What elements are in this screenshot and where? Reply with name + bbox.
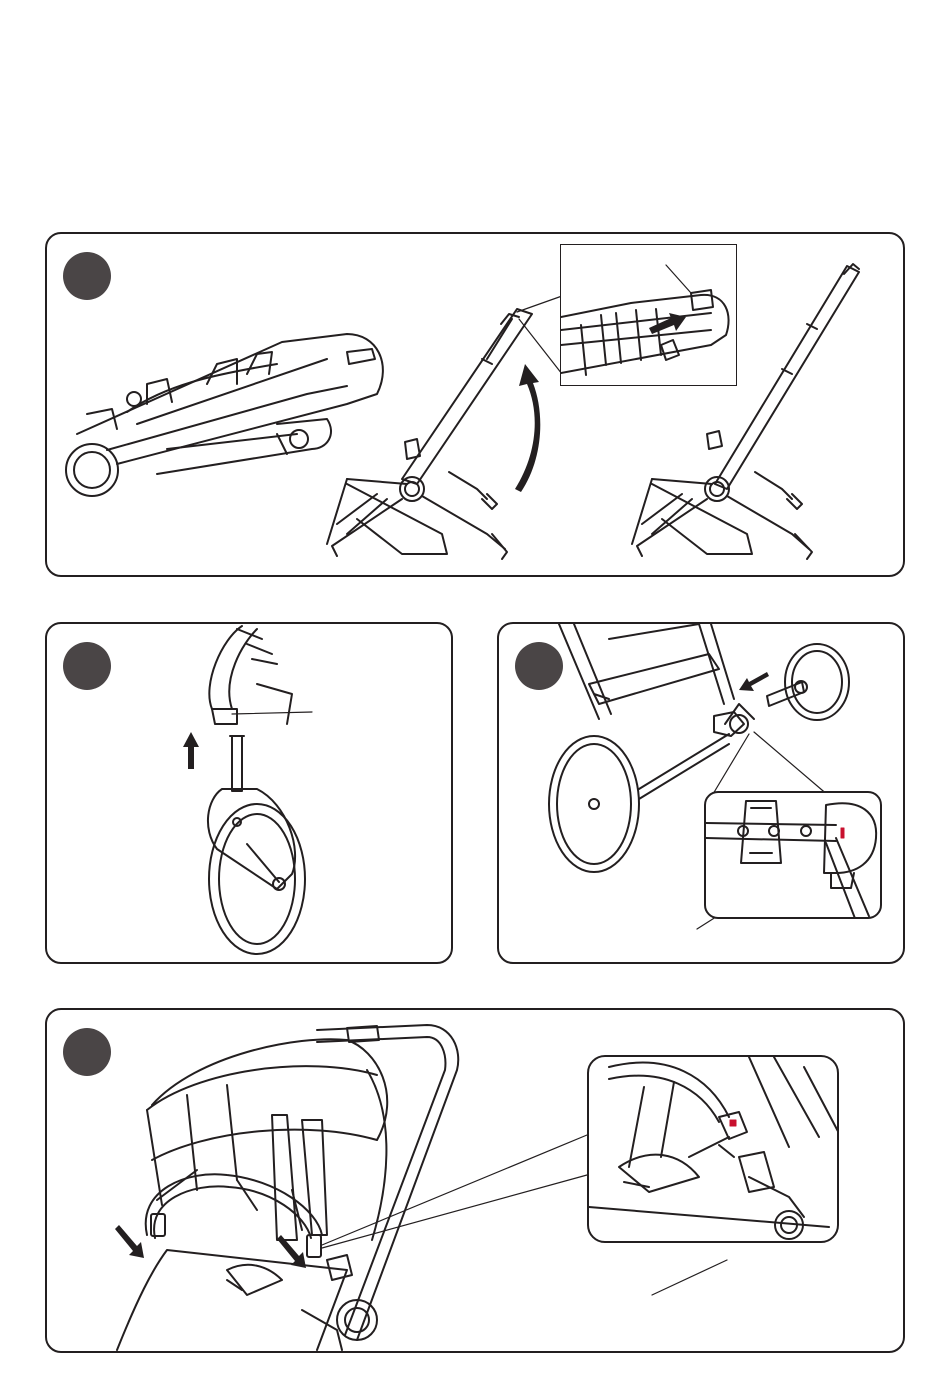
step-3-detail-inset xyxy=(704,791,882,919)
curved-up-arrow-icon xyxy=(515,364,540,492)
unfolding-stroller-drawing xyxy=(327,309,532,559)
down-left-arrow-icon xyxy=(739,672,769,691)
step-1-panel xyxy=(45,232,905,577)
right-arrow-icon xyxy=(649,313,686,334)
step-3-panel xyxy=(497,622,905,964)
step-4-panel xyxy=(45,1008,905,1353)
step-1-illustration xyxy=(47,234,905,577)
folded-stroller-drawing xyxy=(66,334,383,496)
step-4-detail-inset xyxy=(587,1055,839,1243)
step-1-detail-inset xyxy=(560,244,737,386)
step-2-panel xyxy=(45,622,453,964)
up-arrow-icon xyxy=(183,732,199,769)
step-2-illustration xyxy=(47,624,453,964)
